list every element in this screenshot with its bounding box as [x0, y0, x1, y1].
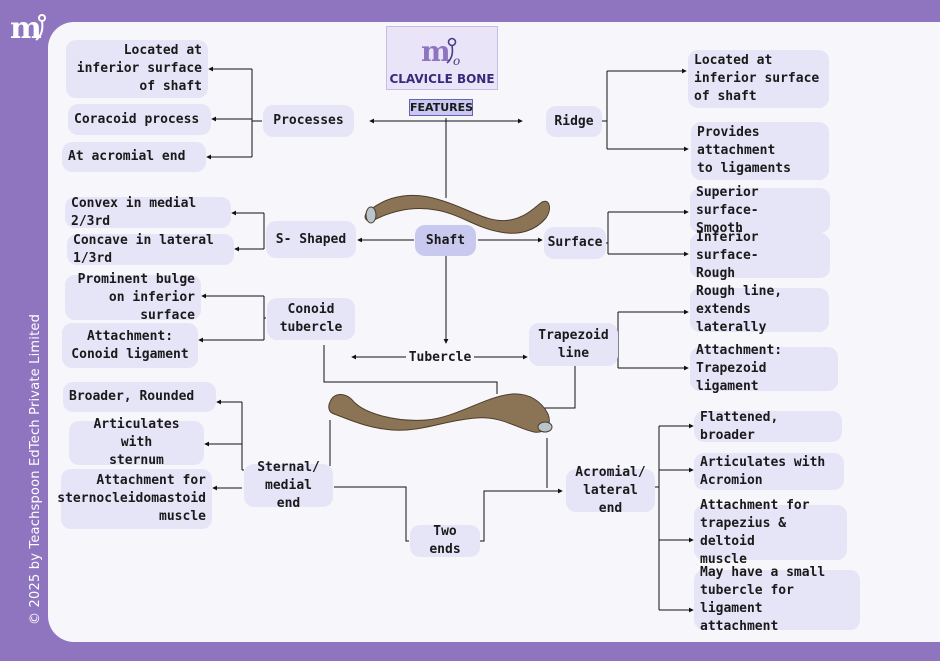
conoid-bulge-note: Prominent bulge on inferior surface	[65, 272, 201, 323]
ridge-node: Ridge	[546, 106, 602, 137]
acromial-attachment-note: Attachment for trapezius & deltoid muscl…	[694, 498, 847, 567]
svg-text:o: o	[453, 54, 460, 68]
inferior-surface-note: Inferior surface- Rough	[690, 230, 830, 281]
trapezoid-line-node: Trapezoid line	[529, 323, 618, 366]
coracoid-process-note: Coracoid process	[68, 104, 211, 135]
ridge-location-note: Located at inferior surface of shaft	[688, 50, 829, 108]
page-title: CLAVICLE BONE	[389, 72, 495, 86]
medisudy-logo-icon: m o	[421, 35, 460, 68]
convex-medial-note: Convex in medial 2/3rd	[65, 196, 231, 229]
s-shaped-node: S- Shaped	[266, 221, 356, 258]
acromial-articulates-note: Articulates with Acromion	[694, 453, 844, 490]
sternal-end-node: Sternal/ medial end	[244, 460, 333, 511]
superior-surface-note: Superior surface- Smooth	[690, 185, 830, 236]
svg-text:m: m	[421, 35, 451, 68]
features-label: FEATURES	[409, 99, 474, 116]
trapezoid-rough-note: Rough line, extends laterally	[690, 284, 829, 335]
tubercle-node: Tubercle	[408, 350, 472, 365]
acromial-end-note: At acromial end	[62, 142, 206, 172]
conoid-attachment-note: Attachment: Conoid ligament	[62, 323, 198, 368]
conoid-tubercle-node: Conoid tubercle	[267, 298, 355, 340]
concave-lateral-note: Concave in lateral 1/3rd	[67, 233, 234, 266]
acromial-flattened-note: Flattened, broader	[694, 410, 842, 443]
medisudy-logo-icon: m	[10, 11, 46, 46]
ridge-attachment-note: Provides attachment to ligaments	[691, 122, 829, 180]
sternal-attachment-note: Attachment for sternocleidomastoid muscl…	[57, 469, 212, 529]
clavicle-bone-inferior-illustration	[328, 393, 553, 433]
processes-node: Processes	[263, 105, 354, 137]
acromial-tubercle-note: May have a small tubercle for ligament a…	[694, 565, 860, 634]
clavicle-bone-illustration	[364, 194, 550, 234]
trapezoid-attachment-note: Attachment: Trapezoid ligament	[690, 343, 838, 394]
two-ends-node: Two ends	[410, 524, 480, 557]
sternal-broader-note: Broader, Rounded	[63, 382, 216, 412]
sternal-articulates-note: Articulates with sternum	[69, 417, 204, 468]
processes-inferior-surface-note: Located at inferior surface of shaft	[66, 40, 208, 98]
shaft-node: Shaft	[415, 225, 476, 256]
acromial-end-node: Acromial/ lateral end	[566, 465, 655, 516]
title-card: m o CLAVICLE BONE	[386, 26, 498, 90]
surface-node: Surface	[544, 227, 606, 259]
